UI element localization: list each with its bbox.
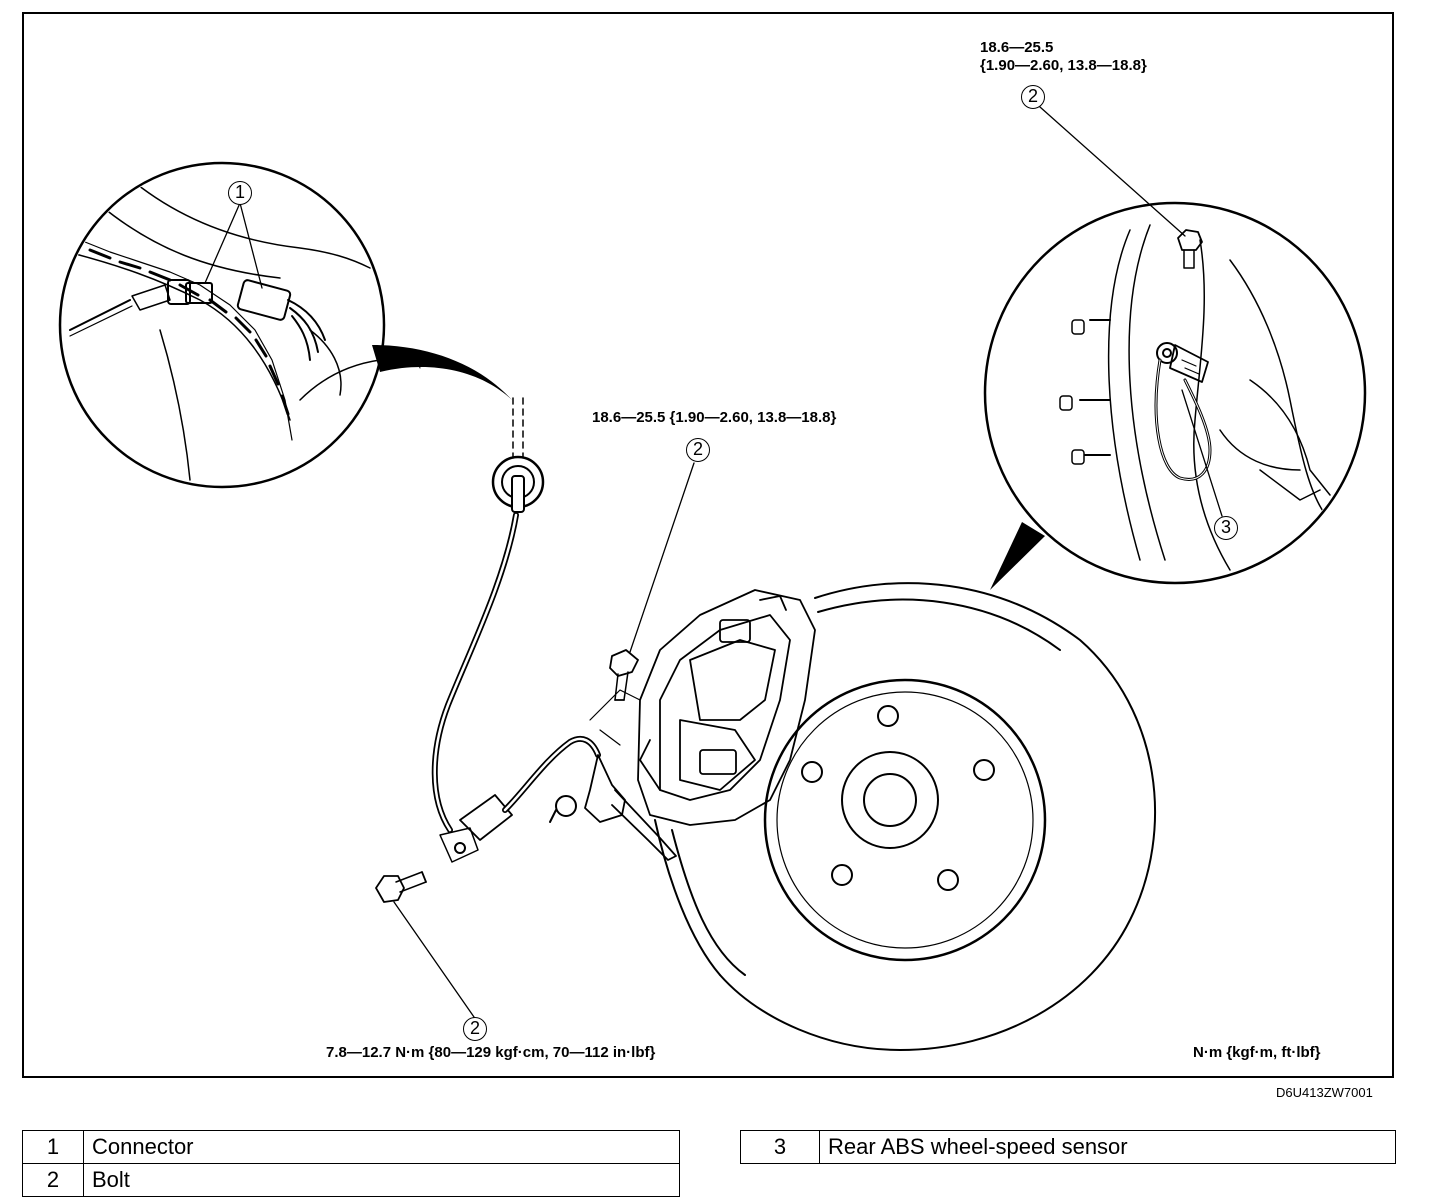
- callout-1-connector: 1: [228, 181, 252, 205]
- callout-leader-bolt-bottom: [393, 901, 475, 1018]
- bolt-bottom: [375, 871, 427, 903]
- units-note: N·m {kgf·m, ft·lbf}: [1193, 1044, 1321, 1061]
- figure-code: D6U413ZW7001: [1276, 1085, 1373, 1100]
- legend-row: 2 Bolt: [22, 1163, 680, 1197]
- bolt-middle: [609, 649, 639, 701]
- torque-label-middle: 18.6—25.5 {1.90—2.60, 13.8—18.8}: [592, 409, 837, 426]
- legend-number: 3: [740, 1130, 820, 1164]
- legend-number: 1: [22, 1130, 84, 1164]
- legend-label: Bolt: [83, 1163, 680, 1197]
- sensor-detail-view: [983, 201, 1367, 585]
- connector-detail-view: [58, 161, 386, 489]
- callout-3-sensor: 3: [1214, 516, 1238, 540]
- callout-leader-bolt-middle: [629, 462, 695, 653]
- brake-rotor: [654, 582, 1157, 1051]
- legend-number: 2: [22, 1163, 84, 1197]
- dust-shield-outline: [589, 689, 641, 746]
- view-arrow-left-hatching: [384, 349, 421, 369]
- legend-row: 1 Connector: [22, 1130, 680, 1164]
- diagram-frame: [22, 12, 1394, 1078]
- callout-2-bolt-top: 2: [1021, 85, 1045, 109]
- callout-2-bolt-middle: 2: [686, 438, 710, 462]
- callout-leader-bolt-top: [1039, 106, 1186, 237]
- legend-table-right: 3 Rear ABS wheel-speed sensor: [740, 1130, 1396, 1164]
- legend-label: Rear ABS wheel-speed sensor: [819, 1130, 1396, 1164]
- brake-caliper: [637, 589, 816, 826]
- sensor-harness: [431, 397, 677, 863]
- callout-2-bolt-bottom: 2: [463, 1017, 487, 1041]
- legend-row: 3 Rear ABS wheel-speed sensor: [740, 1130, 1396, 1164]
- torque-label-bottom: 7.8—12.7 N·m {80—129 kgf·cm, 70—112 in·l…: [326, 1044, 656, 1061]
- legend-label: Connector: [83, 1130, 680, 1164]
- legend-table-left: 1 Connector 2 Bolt: [22, 1130, 680, 1197]
- torque-label-top-right: 18.6—25.5 {1.90—2.60, 13.8—18.8}: [980, 39, 1147, 74]
- callout-leader-connector: [204, 202, 263, 289]
- view-arrow-right: [990, 522, 1045, 590]
- view-arrow-left: [372, 345, 512, 400]
- callout-leader-sensor: [1181, 389, 1223, 517]
